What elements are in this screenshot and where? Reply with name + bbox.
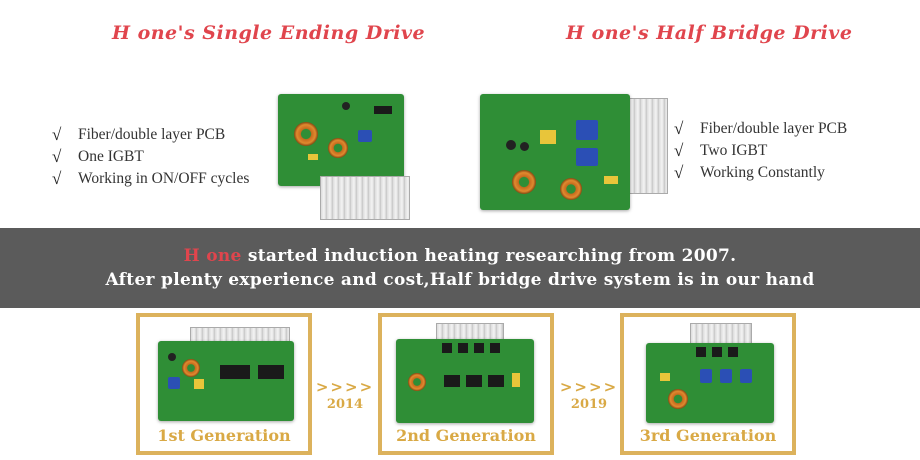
history-banner: H one started induction heating research…	[0, 228, 920, 308]
check-icon: √	[52, 147, 62, 166]
single-ending-title: H one's Single Ending Drive	[112, 22, 426, 44]
generation-1-label: 1st Generation	[157, 426, 291, 445]
generation-2-card: 2nd Generation	[378, 313, 554, 455]
generation-2-label: 2nd Generation	[396, 426, 536, 445]
check-icon: √	[674, 119, 684, 138]
check-icon: √	[674, 141, 684, 160]
generation-3-pcb-image	[638, 323, 782, 427]
check-icon: √	[52, 125, 62, 144]
feature-item: √One IGBT	[52, 147, 144, 166]
generation-2-pcb-image	[392, 323, 542, 427]
arrow-icon: >>>>	[559, 378, 619, 396]
banner-line-1: H one started induction heating research…	[183, 246, 737, 266]
check-icon: √	[52, 169, 62, 188]
single-ending-pcb-image	[278, 92, 410, 220]
generation-1-card: 1st Generation	[136, 313, 312, 455]
generation-3-card: 3rd Generation	[620, 313, 796, 455]
banner-line-2: After plenty experience and cost,Half br…	[105, 270, 815, 290]
half-bridge-features: √Fiber/double layer PCB √Two IGBT √Worki…	[674, 118, 847, 184]
feature-item: √Two IGBT	[674, 141, 768, 160]
arrow-icon: >>>>	[315, 378, 375, 396]
feature-item: √Fiber/double layer PCB	[52, 125, 226, 144]
feature-item: √Working Constantly	[674, 163, 825, 182]
half-bridge-pcb-image	[480, 94, 668, 214]
check-icon: √	[674, 163, 684, 182]
transition-year: 2019	[570, 397, 608, 412]
half-bridge-title: H one's Half Bridge Drive	[566, 22, 853, 44]
feature-item: √Working in ON/OFF cycles	[52, 169, 250, 188]
transition-2014: >>>> 2014	[312, 378, 378, 412]
generation-1-pcb-image	[154, 325, 298, 425]
transition-year: 2014	[326, 397, 364, 412]
generation-3-label: 3rd Generation	[639, 426, 777, 445]
feature-item: √Fiber/double layer PCB	[674, 119, 848, 138]
brand-name: H one	[183, 246, 242, 266]
single-ending-features: √Fiber/double layer PCB √One IGBT √Worki…	[52, 124, 249, 190]
transition-2019: >>>> 2019	[556, 378, 622, 412]
